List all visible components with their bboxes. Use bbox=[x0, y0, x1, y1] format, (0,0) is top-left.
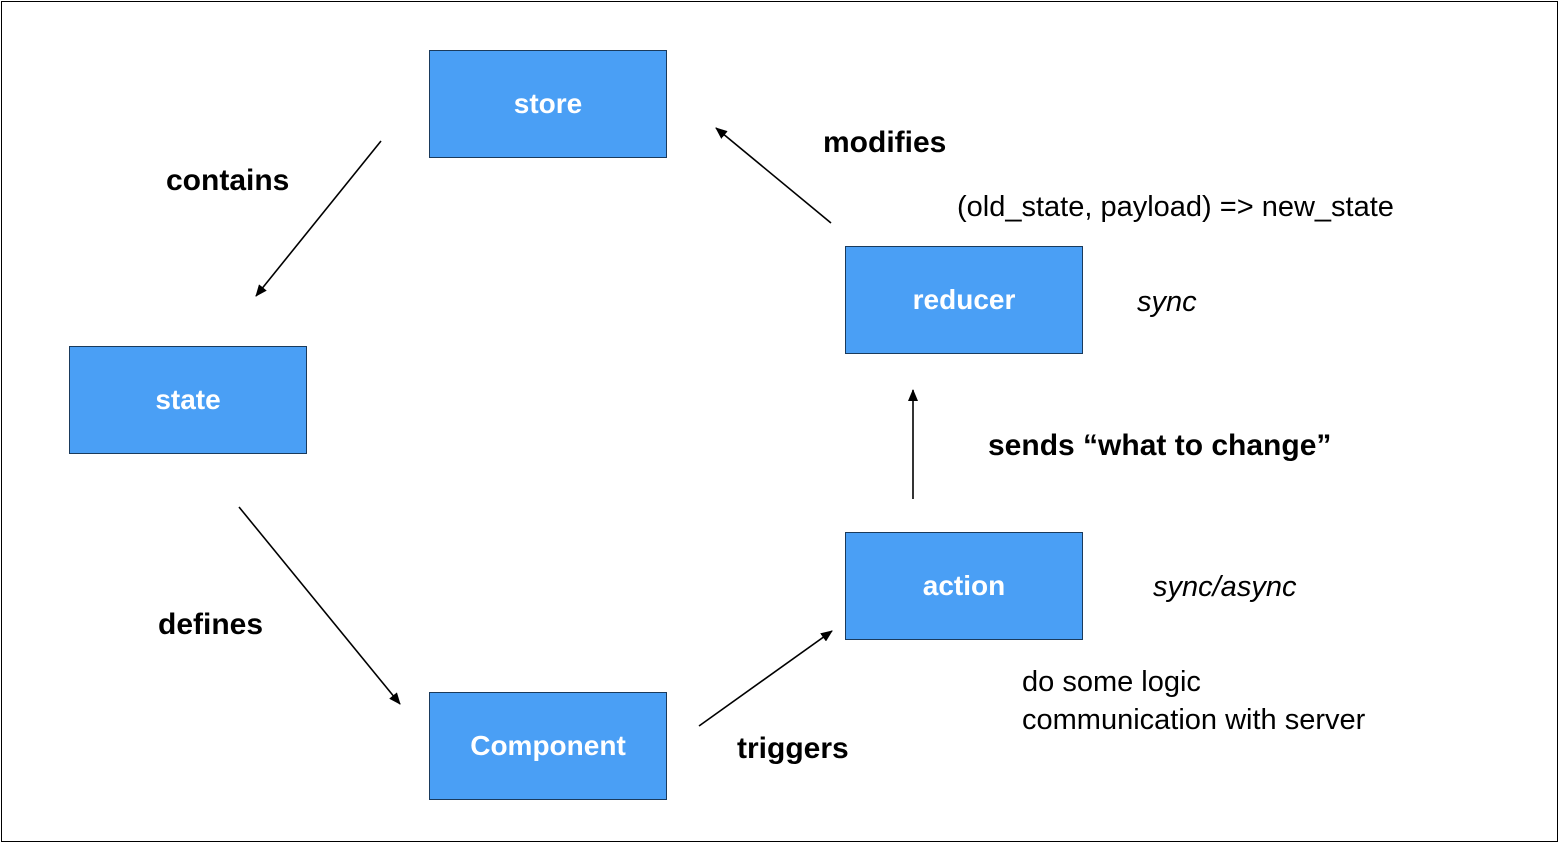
arrow-reducer-to-store bbox=[715, 127, 832, 224]
node-reducer-label: reducer bbox=[912, 284, 1016, 315]
reducer-mode: sync bbox=[1137, 286, 1197, 318]
edge-label-triggers: triggers bbox=[737, 732, 849, 765]
node-action: action bbox=[845, 532, 1083, 640]
node-component: Component bbox=[429, 692, 667, 800]
node-state: state bbox=[69, 346, 307, 454]
node-component-label: Component bbox=[470, 730, 626, 761]
node-reducer: reducer bbox=[845, 246, 1083, 354]
edge-label-contains: contains bbox=[166, 164, 290, 197]
action-note-line1: do some logic bbox=[1022, 666, 1201, 698]
arrow-component-to-action bbox=[698, 630, 833, 727]
arrow-store-to-state bbox=[255, 140, 382, 297]
edge-label-sends: sends “what to change” bbox=[988, 429, 1332, 462]
arrow-state-to-component bbox=[238, 506, 401, 705]
node-action-label: action bbox=[922, 570, 1006, 601]
node-state-label: state bbox=[155, 384, 221, 415]
edge-label-modifies: modifies bbox=[823, 126, 947, 159]
action-mode: sync/async bbox=[1153, 571, 1297, 603]
action-note-line2: communication with server bbox=[1022, 704, 1366, 736]
node-store: store bbox=[429, 50, 667, 158]
reducer-signature: (old_state, payload) => new_state bbox=[957, 191, 1394, 223]
edge-label-defines: defines bbox=[158, 608, 264, 641]
node-store-label: store bbox=[513, 88, 583, 119]
